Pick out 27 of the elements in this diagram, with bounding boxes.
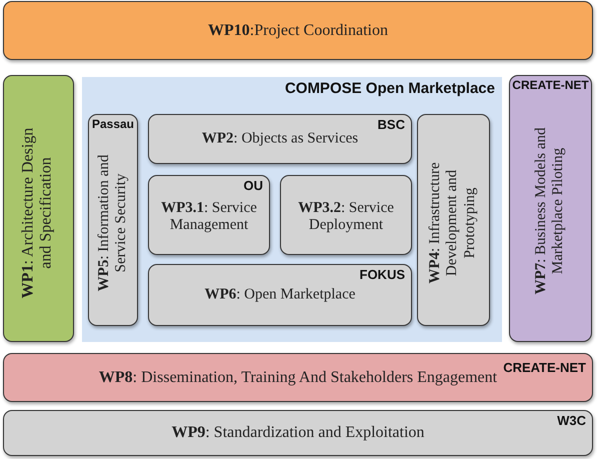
work-package-box	[3, 410, 593, 456]
work-package-box	[3, 353, 593, 402]
work-package-box	[148, 114, 412, 164]
partner-label: CREATE-NET	[512, 78, 589, 92]
partner-label: Passau	[92, 117, 134, 132]
work-package-box	[417, 114, 490, 326]
work-package-title: WP2: Objects as Services	[200, 130, 360, 148]
region-title: COMPOSE Open Marketplace	[284, 80, 495, 98]
work-package-title: WP8: Dissemination, Training And Stakeholders Engagement	[98, 368, 498, 387]
work-package-title: WP3.1: Service Management	[160, 200, 258, 234]
work-package-box	[280, 175, 412, 255]
work-package-box	[3, 1, 593, 60]
work-package-box	[509, 75, 592, 342]
partner-label: W3C	[557, 413, 586, 429]
work-package-title: WP9: Standardization and Exploitation	[170, 424, 426, 442]
work-package-title: WP10:Project Coordination	[207, 21, 389, 40]
region-panel	[82, 77, 502, 342]
work-package-title: WP3.2: Service Deployment	[297, 200, 395, 234]
partner-label: BSC	[378, 117, 405, 133]
work-package-box	[88, 114, 138, 326]
partner-label: CREATE-NET	[503, 360, 586, 376]
partner-label: FOKUS	[360, 267, 405, 283]
work-package-box	[148, 175, 270, 255]
work-package-box	[148, 264, 412, 326]
partner-label: OU	[244, 178, 263, 194]
work-package-box	[3, 75, 74, 342]
work-package-title: WP6: Open Marketplace	[204, 286, 356, 304]
